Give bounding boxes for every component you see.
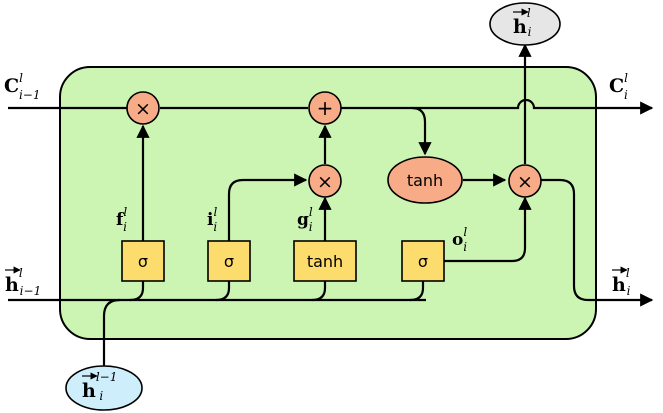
svg-text:tanh: tanh (407, 171, 443, 190)
forget-feed-line (129, 281, 145, 302)
output-mult-op: × (508, 164, 542, 198)
svg-text:hli: hli (513, 6, 532, 39)
forget-gate: σ (121, 240, 165, 282)
svg-text:σ: σ (224, 252, 234, 271)
svg-text:+: + (317, 96, 334, 120)
cell-to-tanh-line (411, 106, 432, 156)
candidate-feed-line (311, 281, 327, 302)
input-mult-op: × (308, 164, 342, 198)
input-to-mult-line (227, 173, 308, 241)
input-feed-line (215, 281, 231, 302)
tanh-op: tanh (387, 156, 463, 204)
svg-text:σ: σ (418, 252, 428, 271)
input-gate: σ (207, 240, 251, 282)
svg-text:hl−1i: hl−1i (82, 370, 117, 403)
svg-text:×: × (135, 98, 151, 120)
candidate-gate: tanh (293, 240, 357, 282)
svg-text:σ: σ (138, 252, 148, 271)
add-op: + (308, 91, 342, 125)
svg-text:×: × (517, 171, 533, 193)
forget-mult-op: × (126, 91, 160, 125)
output-feed-line (409, 281, 425, 302)
hidden-out-line (541, 178, 654, 307)
svg-text:×: × (317, 171, 333, 193)
output-gate: σ (401, 240, 445, 282)
bottom-input-line (102, 298, 121, 366)
svg-text:tanh: tanh (307, 252, 343, 271)
svg-text:hli−1: hli−1 (5, 266, 41, 298)
svg-text:hli: hli (612, 266, 631, 298)
output-gate-line (443, 196, 532, 263)
